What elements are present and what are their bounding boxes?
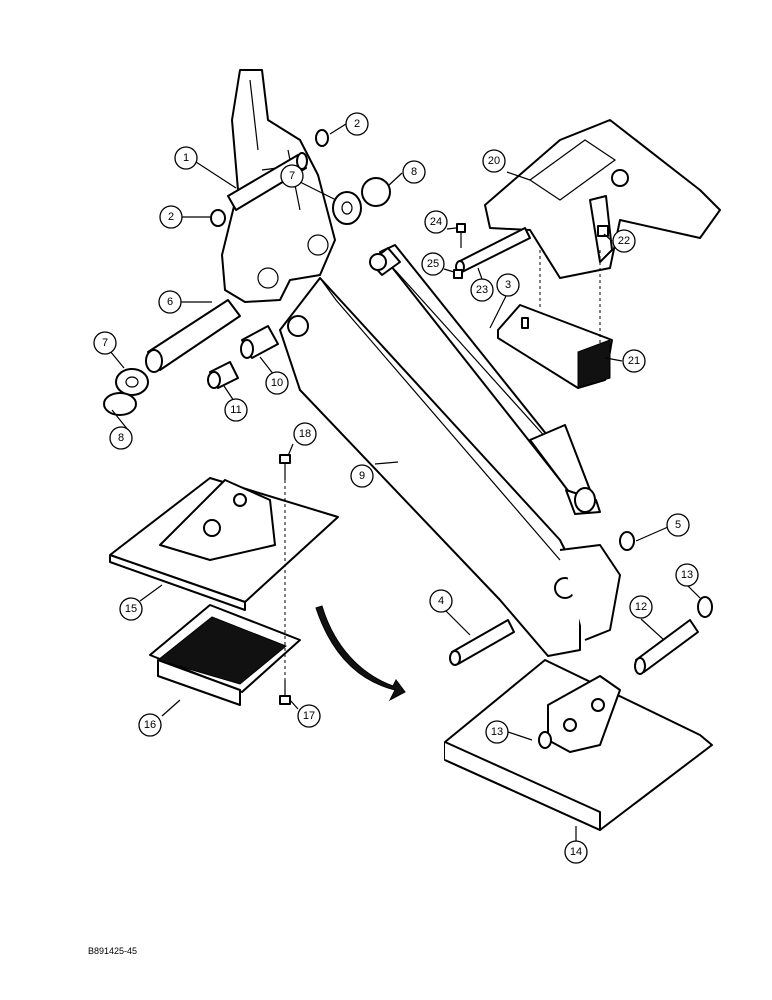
callout-8-top: 8: [402, 160, 426, 184]
pivot-pin-12: [634, 619, 699, 675]
callout-label: 12: [635, 601, 647, 613]
callout-24: 24: [424, 210, 448, 234]
swing-tower: [221, 69, 336, 303]
callout-label: 15: [125, 603, 137, 615]
pivot-pin-6: [145, 299, 241, 373]
callout-label: 13: [491, 726, 503, 738]
callout-5: 5: [666, 513, 690, 537]
bolt-17: [279, 680, 291, 705]
callout-label: 22: [618, 235, 630, 247]
callout-label: 13: [681, 569, 693, 581]
callout-label: 24: [430, 216, 442, 228]
callout-8-left: 8: [109, 426, 133, 450]
bushing-10: [240, 325, 279, 359]
callout-label: 18: [299, 428, 311, 440]
callout-label: 25: [427, 258, 439, 270]
boom-arm-9: [279, 277, 621, 657]
callout-label: 8: [118, 432, 124, 444]
callout-11: 11: [224, 398, 248, 422]
bolt-24: [456, 223, 466, 248]
callout-3: 3: [496, 273, 520, 297]
callout-label: 7: [102, 337, 108, 349]
nut-25: [453, 269, 463, 279]
snap-ring-8-top: [361, 177, 391, 207]
callout-label: 6: [167, 296, 173, 308]
washer-7-top: [332, 191, 362, 225]
pin-23: [455, 227, 531, 274]
bolt-18: [279, 454, 291, 680]
callout-20: 20: [482, 149, 506, 173]
callout-2-top: 2: [345, 112, 369, 136]
callout-21: 21: [622, 349, 646, 373]
callout-14: 14: [564, 840, 588, 864]
snap-ring-2-top: [315, 129, 329, 147]
snap-ring-5: [619, 531, 635, 551]
callout-10: 10: [265, 371, 289, 395]
callout-label: 23: [476, 284, 488, 296]
callout-25: 25: [421, 252, 445, 276]
stabilizer-bracket-20: [484, 119, 721, 279]
stabilizer-pad-14: [444, 659, 713, 831]
callout-label: 9: [359, 470, 365, 482]
bushing-11: [207, 361, 239, 389]
callout-6: 6: [158, 290, 182, 314]
callout-label: 17: [303, 710, 315, 722]
callout-2-left: 2: [159, 205, 183, 229]
rubber-pad-16: [149, 604, 301, 706]
callout-17: 17: [297, 704, 321, 728]
callout-16: 16: [138, 713, 162, 737]
callout-12: 12: [629, 595, 653, 619]
callout-label: 20: [488, 155, 500, 167]
callout-9: 9: [350, 464, 374, 488]
callout-label: 2: [354, 118, 360, 130]
callout-4: 4: [429, 589, 453, 613]
callout-13-bottom: 13: [485, 720, 509, 744]
callout-7-left: 7: [93, 331, 117, 355]
hydraulic-cylinder-3: [369, 244, 601, 515]
callout-13-right: 13: [675, 563, 699, 587]
snap-ring-2-left: [210, 209, 226, 227]
callout-7-top: 7: [280, 164, 304, 188]
leader-lines: [109, 123, 701, 841]
callout-22: 22: [612, 229, 636, 253]
washer-7-left: [115, 368, 149, 396]
grouser-plate-15: [109, 477, 339, 611]
callout-label: 7: [289, 170, 295, 182]
callout-label: 2: [168, 211, 174, 223]
callout-label: 1: [183, 152, 189, 164]
snap-ring-13-right: [697, 596, 713, 618]
callout-1: 1: [174, 146, 198, 170]
callout-label: 14: [570, 846, 582, 858]
figure-reference-code: B891425-45: [88, 946, 138, 956]
callout-label: 4: [438, 595, 444, 607]
callout-23: 23: [470, 278, 494, 302]
callout-label: 21: [628, 355, 640, 367]
callout-18: 18: [293, 422, 317, 446]
callout-label: 16: [144, 719, 156, 731]
callout-label: 11: [230, 404, 241, 416]
callout-label: 10: [271, 377, 283, 389]
snap-ring-8-left: [103, 392, 137, 416]
callout-label: 5: [675, 519, 681, 531]
callout-label: 8: [411, 166, 417, 178]
callout-15: 15: [119, 597, 143, 621]
callout-label: 3: [505, 279, 511, 291]
pivot-pin-4: [449, 619, 515, 666]
assembly-direction-arrow: [315, 605, 406, 702]
nut-22: [597, 225, 609, 237]
cushion-pad-21: [497, 304, 613, 389]
